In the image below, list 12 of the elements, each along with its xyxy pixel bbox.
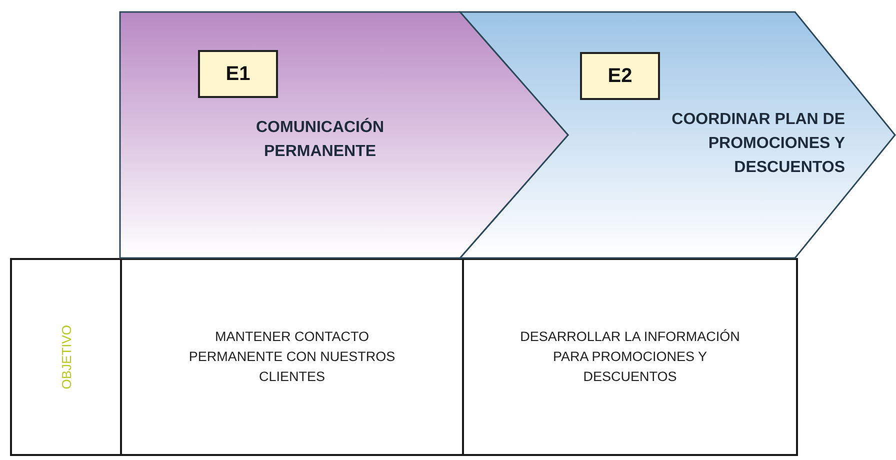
stage-code-box: E2 [580, 52, 660, 100]
stage-code-box: E1 [198, 50, 278, 98]
objective-cell [120, 258, 464, 456]
stage-chevron [120, 12, 568, 258]
stage-title: COMUNICACIÓN PERMANENTE [255, 116, 385, 162]
row-header-cell [10, 258, 122, 456]
row-header-text: OBJETIVO [58, 324, 74, 390]
objective-cell [462, 258, 798, 456]
objective-text: MANTENER CONTACTO PERMANENTE CON NUESTROS CLIENTES [188, 328, 396, 386]
objective-text: DESARROLLAR LA INFORMACIÓN PARA PROMOCIONES Y DESCUENTOS [520, 328, 740, 386]
stage-title: COORDINAR PLAN DE PROMOCIONES Y DESCUENTOS [670, 110, 845, 178]
stage-chevron [460, 12, 895, 258]
